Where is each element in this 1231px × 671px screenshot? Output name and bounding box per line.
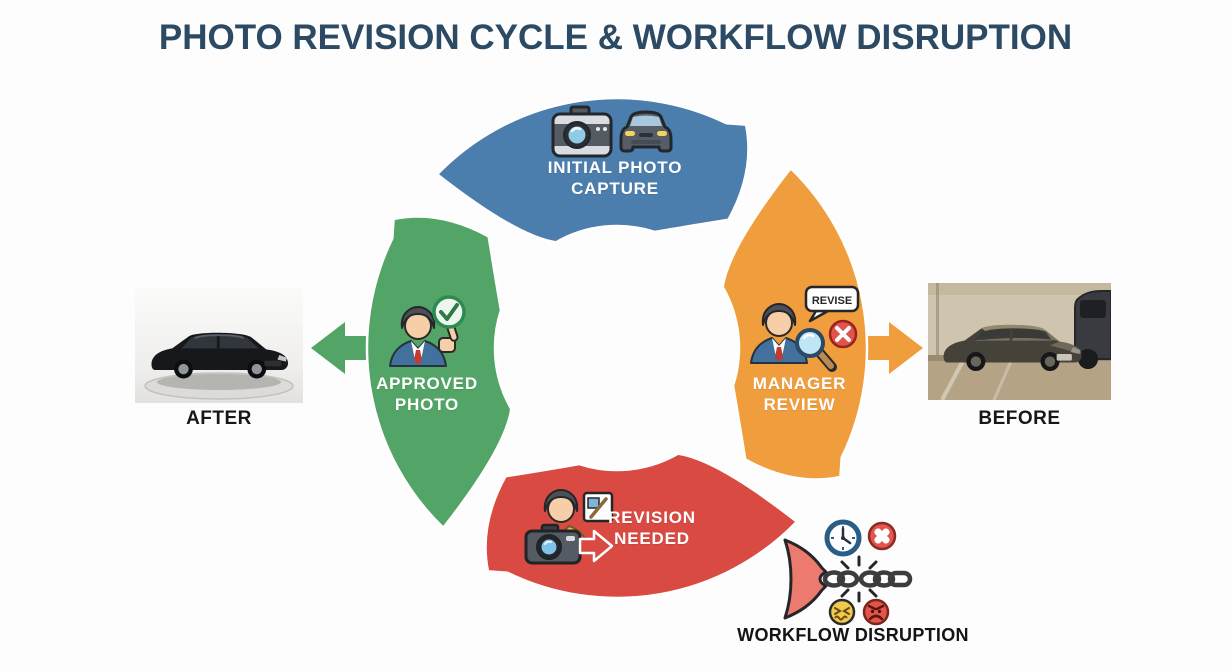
thumbs-up-icon xyxy=(438,323,459,353)
revision-needed-icons xyxy=(524,489,614,565)
after-photo-image xyxy=(135,287,303,403)
stage-label-approved-line2: PHOTO xyxy=(394,394,460,414)
cycle-ring-segment-approved xyxy=(365,215,513,530)
revise-speech-bubble: REVISE xyxy=(804,285,860,323)
approved-photo-icons xyxy=(389,295,466,367)
dusty-car-illustration xyxy=(943,324,1082,372)
stage-label-revision-line1: REVISION xyxy=(608,508,696,527)
reject-x-icon xyxy=(828,319,858,349)
camera-icon xyxy=(524,523,582,565)
angry-face-icon xyxy=(862,598,890,626)
page-title: PHOTO REVISION CYCLE & WORKFLOW DISRUPTI… xyxy=(158,18,1073,57)
stage-label-capture-line1: INITIAL PHOTO xyxy=(547,158,683,177)
break-burst-marks xyxy=(840,555,878,603)
car-front-icon xyxy=(619,110,673,153)
stage-label-capture: INITIAL PHOTO CAPTURE xyxy=(495,158,735,199)
broken-chain-icon xyxy=(822,570,913,588)
workflow-disruption-icons xyxy=(783,519,913,626)
revise-bubble-text: REVISE xyxy=(812,295,852,307)
stage-label-review-line2: REVIEW xyxy=(763,394,836,414)
arrow-to-after-photo xyxy=(311,322,377,374)
after-photo xyxy=(135,287,303,403)
redo-arrow-icon xyxy=(578,529,614,563)
stage-label-revision-line2: NEEDED xyxy=(614,528,690,548)
stage-label-approved: APPROVED PHOTO xyxy=(352,374,502,415)
before-photo xyxy=(928,283,1111,400)
magnifier-icon xyxy=(795,328,837,372)
stage-label-revision: REVISION NEEDED xyxy=(587,508,717,549)
check-circle-icon xyxy=(432,295,466,329)
frustrated-face-icon xyxy=(828,598,856,626)
before-photo-image xyxy=(928,283,1111,400)
torn-paper-icon xyxy=(783,538,828,620)
stage-label-review-line1: MANAGER xyxy=(752,374,847,393)
cycle-diagram xyxy=(311,96,923,600)
collision-x-icon xyxy=(867,521,897,551)
clock-icon xyxy=(824,519,862,557)
manager-review-icons: REVISE xyxy=(750,285,860,372)
stage-label-review: MANAGER REVIEW xyxy=(737,374,862,415)
camera-icon xyxy=(551,105,613,158)
arrow-to-before-photo xyxy=(857,322,923,374)
stage-label-capture-line2: CAPTURE xyxy=(571,178,659,198)
before-photo-label: BEFORE xyxy=(978,408,1061,429)
clean-car-illustration xyxy=(151,332,289,379)
photo-edit-icon xyxy=(582,491,614,523)
stage-label-approved-line1: APPROVED xyxy=(376,374,478,393)
workflow-disruption-label: WORKFLOW DISRUPTION xyxy=(737,625,969,645)
manager-person-icon xyxy=(750,303,808,364)
approver-person-icon xyxy=(389,306,447,367)
after-photo-label: AFTER xyxy=(186,408,252,429)
